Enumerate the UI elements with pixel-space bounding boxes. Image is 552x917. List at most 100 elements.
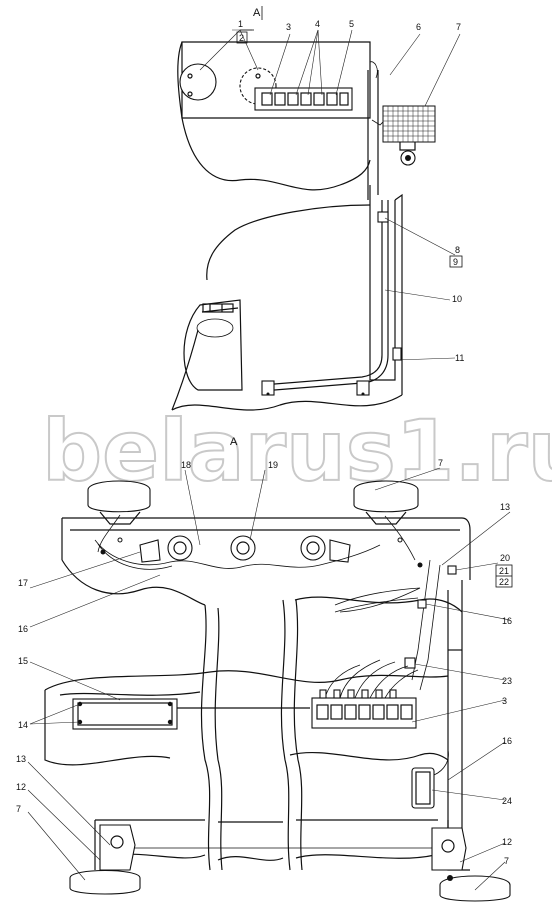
- harness-loop: [334, 587, 421, 613]
- fuse-block-bottom: [311, 697, 417, 729]
- gauge-left: [167, 535, 193, 561]
- mid-break-top: [44, 670, 449, 691]
- plate-bolt: [167, 719, 173, 725]
- side-light-right: [439, 875, 511, 902]
- lower-assembly-view: A: [16, 436, 513, 902]
- bumper-top: [95, 819, 438, 823]
- clamp-8: [377, 211, 389, 223]
- side-light-left: [69, 869, 141, 895]
- lamp-screw: [187, 73, 193, 79]
- handrail-10: [261, 200, 383, 386]
- callout-7d: 7: [504, 856, 509, 866]
- fender-detail: [201, 307, 239, 313]
- callout-6: 6: [416, 22, 421, 32]
- lamp-screw: [187, 91, 193, 97]
- callout-12: 12: [16, 782, 26, 792]
- callout-box-2: [236, 31, 248, 44]
- callout-16: 16: [18, 624, 28, 634]
- fuse: [339, 92, 349, 106]
- headlight-right: [353, 480, 419, 513]
- callout-7b: 7: [438, 458, 443, 468]
- callout-19: 19: [268, 460, 278, 470]
- mount-hole: [417, 562, 423, 568]
- door-frame-edge: [394, 193, 403, 370]
- harness-16-main: [94, 539, 381, 569]
- roof-panel: [181, 41, 371, 119]
- cab-pillar: [367, 70, 379, 200]
- clamp-screw: [361, 392, 365, 396]
- cut-line-right: [280, 599, 291, 871]
- lower-left-edge: [171, 329, 199, 411]
- side-light-bolt: [447, 875, 453, 881]
- callout-box-9: [449, 255, 463, 268]
- connector-20: [447, 565, 457, 575]
- fuse-top-contacts: [319, 689, 397, 699]
- leader-lines-top: [199, 29, 461, 361]
- fuse: [261, 92, 273, 106]
- bumper-sides: [94, 820, 470, 871]
- mount-hole: [117, 537, 123, 543]
- plate-bolt: [167, 701, 173, 707]
- mid-panel-line: [59, 691, 201, 696]
- mount-hole: [100, 549, 106, 555]
- turn-signal-24: [411, 767, 435, 809]
- harness-left-lamp: [97, 514, 121, 553]
- dash-break-left: [61, 559, 206, 606]
- callout-5: 5: [349, 19, 354, 29]
- gauge-right-core: [306, 541, 320, 555]
- gauge-center: [230, 535, 256, 561]
- lamp-mount-bolt: [405, 155, 411, 161]
- work-lamp-grille: [382, 105, 436, 143]
- callout-22: 22: [499, 577, 509, 587]
- callout-23: 23: [502, 676, 512, 686]
- gauge-center-core: [236, 541, 250, 555]
- callout-17: 17: [18, 578, 28, 588]
- mid-break-bottom: [289, 751, 449, 761]
- callout-1: 1: [238, 19, 243, 29]
- fuse-wires: [324, 659, 419, 699]
- callout-13b: 13: [16, 754, 26, 764]
- connector-23: [404, 657, 416, 669]
- harness-top: [369, 61, 378, 79]
- turn-signal-lens: [415, 771, 431, 805]
- roof-break-line: [181, 117, 371, 191]
- clamp-screw: [266, 392, 270, 396]
- callout-9: 9: [453, 257, 458, 267]
- harness-riser-1: [411, 559, 431, 681]
- harness-loop-2: [334, 597, 419, 613]
- license-plate-inner: [77, 702, 173, 726]
- fender-oval-mark: [196, 318, 234, 338]
- cut-line-left: [200, 604, 211, 871]
- side-column: [447, 580, 463, 840]
- fuse-block-bottom-fuses: [316, 704, 413, 720]
- dash-break-right: [294, 596, 463, 613]
- roof-edge: [177, 41, 183, 119]
- fuse: [313, 92, 325, 106]
- leader-lines-bottom: [27, 467, 511, 891]
- callout-3b: 3: [502, 696, 507, 706]
- callout-14: 14: [18, 720, 28, 730]
- gauge-left-core: [173, 541, 187, 555]
- headlight-left: [87, 480, 151, 513]
- license-plate-15: [72, 698, 178, 730]
- lamp-housing-left-socket: [110, 835, 124, 849]
- fuse: [326, 92, 338, 106]
- callout-12b: 12: [502, 837, 512, 847]
- callout-13: 13: [500, 502, 510, 512]
- fender-side-panel: [183, 299, 243, 391]
- lamp-screw: [255, 73, 261, 79]
- fender-upper-curve: [206, 204, 371, 281]
- lamp-housing-right: [431, 827, 467, 871]
- callout-3: 3: [286, 22, 291, 32]
- callout-4: 4: [315, 19, 320, 29]
- harness-riser-2: [419, 564, 441, 691]
- fender-label-plate: [202, 303, 234, 313]
- cut-line-left-2: [214, 607, 223, 871]
- fuse: [300, 92, 312, 106]
- callout-24: 24: [502, 796, 512, 806]
- gauge-right: [300, 535, 326, 561]
- lamp-left: [179, 63, 217, 101]
- door-frame: [369, 185, 396, 381]
- harness-16-branch: [97, 543, 173, 570]
- callout-15: 15: [18, 656, 28, 666]
